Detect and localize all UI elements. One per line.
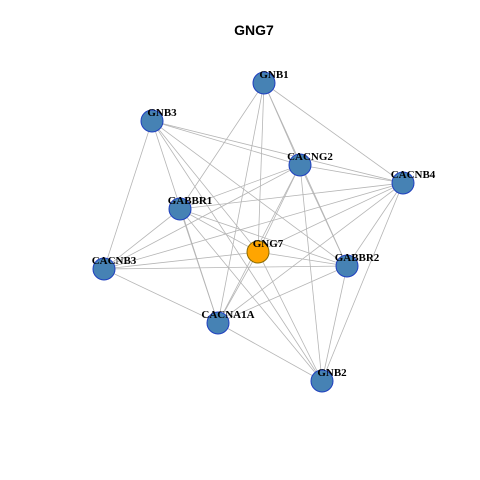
edge-gabbr1-cacna1a <box>179 208 219 324</box>
node-circle[interactable] <box>288 153 312 177</box>
edge-gnb3-cacnb3 <box>103 120 153 270</box>
node-gnb1[interactable]: GNB1 <box>252 69 289 95</box>
node-gabbr1[interactable]: GABBR1 <box>168 195 213 221</box>
edge-gng7-gnb2 <box>257 251 323 382</box>
edge-cacnb4-cacna1a <box>217 182 404 324</box>
node-gabbr2[interactable]: GABBR2 <box>335 252 380 278</box>
node-circle[interactable] <box>168 197 192 221</box>
node-circle[interactable] <box>310 369 334 393</box>
edge-gnb1-cacna1a <box>217 82 265 324</box>
edge-cacnb4-cacnb3 <box>103 182 404 270</box>
edge-cacng2-cacnb3 <box>103 164 301 270</box>
edge-cacna1a-gnb2 <box>217 322 323 382</box>
node-label: CACNB3 <box>92 255 137 267</box>
node-cacnb3[interactable]: CACNB3 <box>92 255 137 281</box>
edge-gabbr2-cacna1a <box>217 265 348 324</box>
node-label: GNB2 <box>317 367 347 379</box>
node-label: GNG7 <box>253 238 284 250</box>
edge-gnb1-gng7 <box>257 82 265 253</box>
edge-gabbr2-gnb2 <box>321 265 348 382</box>
edge-gnb3-cacng2 <box>151 120 301 166</box>
edge-gabbr1-cacnb3 <box>103 208 181 270</box>
node-label: GNB1 <box>259 69 288 81</box>
node-gnb2[interactable]: GNB2 <box>310 367 347 393</box>
edge-cacnb4-gng7 <box>257 182 404 253</box>
edge-gnb3-gnb2 <box>151 120 323 382</box>
node-gng7[interactable]: GNG7 <box>246 238 284 264</box>
edge-gng7-cacna1a <box>217 251 259 324</box>
edge-cacnb3-cacna1a <box>103 268 219 324</box>
edge-gabbr1-gabbr2 <box>179 208 348 267</box>
edge-gabbr1-gng7 <box>179 208 259 253</box>
node-circle[interactable] <box>140 109 164 133</box>
edge-cacnb4-gabbr1 <box>179 182 404 210</box>
edge-cacnb3-gabbr2 <box>103 265 348 270</box>
node-label: CACNG2 <box>287 151 333 163</box>
edge-gng7-gabbr2 <box>257 251 348 267</box>
node-circle[interactable] <box>252 71 276 95</box>
edge-cacng2-gng7 <box>257 164 301 253</box>
edge-cacnb4-gabbr2 <box>346 182 404 267</box>
node-label: GABBR2 <box>335 252 380 264</box>
edge-cacng2-gnb2 <box>299 164 323 382</box>
node-label: CACNA1A <box>201 309 254 321</box>
node-label: GABBR1 <box>168 195 213 207</box>
node-gnb3[interactable]: GNB3 <box>140 107 177 133</box>
node-label: CACNB4 <box>391 169 436 181</box>
node-label: GNB3 <box>147 107 177 119</box>
edge-gnb1-gabbr1 <box>179 82 265 210</box>
diagram-title: GNG7 <box>234 22 274 38</box>
edge-gabbr1-gnb2 <box>179 208 323 382</box>
edge-cacng2-gabbr2 <box>299 164 348 267</box>
node-circle[interactable] <box>246 240 270 264</box>
node-cacng2[interactable]: CACNG2 <box>287 151 333 177</box>
edge-cacnb3-gng7 <box>103 251 259 270</box>
node-cacnb4[interactable]: CACNB4 <box>391 169 436 195</box>
edge-cacng2-cacnb4 <box>299 164 404 184</box>
node-circle[interactable] <box>206 311 230 335</box>
edge-cacng2-gabbr1 <box>179 164 301 210</box>
edge-layer <box>103 82 404 382</box>
edge-cacnb4-gnb2 <box>321 182 404 382</box>
node-circle[interactable] <box>92 257 116 281</box>
node-cacna1a[interactable]: CACNA1A <box>201 309 255 335</box>
edge-gnb3-cacnb4 <box>151 120 404 184</box>
node-circle[interactable] <box>335 254 359 278</box>
edge-gnb1-cacnb4 <box>263 82 404 184</box>
node-circle[interactable] <box>391 171 415 195</box>
edge-gnb3-gabbr2 <box>151 120 348 267</box>
